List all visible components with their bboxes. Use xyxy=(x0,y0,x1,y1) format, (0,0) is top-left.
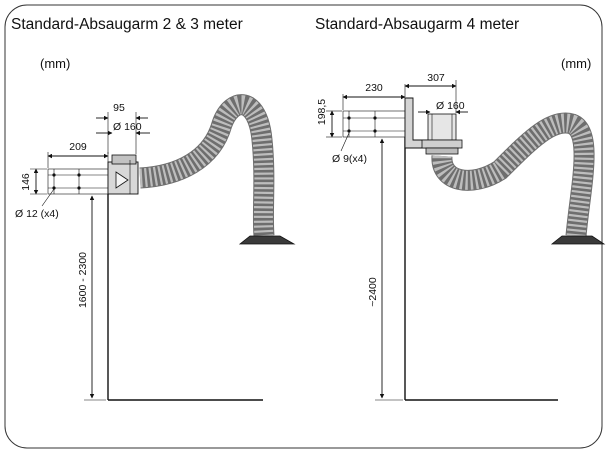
left-dim-diameter: Ø 160 xyxy=(113,121,142,133)
right-arm-drawing: 230 307 198,5 Ø 160 Ø 9(x4) ~2400 xyxy=(316,72,606,401)
right-dim-diameter: Ø 160 xyxy=(436,100,465,112)
outer-frame xyxy=(4,4,603,449)
left-arm-drawing: 209 146 95 Ø 160 Ø 12 (x4) 1600 - 2300 xyxy=(15,94,296,401)
right-mount-plate xyxy=(342,110,406,138)
left-unit: (mm) xyxy=(40,56,70,71)
right-unit: (mm) xyxy=(561,56,591,71)
right-dim-bracket-height: 198,5 xyxy=(316,99,328,125)
left-dim-mount-height: 1600 - 2300 xyxy=(77,252,89,308)
left-dim-holes: Ø 12 (x4) xyxy=(15,208,59,220)
right-swivel-joint xyxy=(421,113,463,155)
right-hose-ribs xyxy=(432,113,594,237)
right-dim-bracket-width: 230 xyxy=(365,82,383,94)
left-hood xyxy=(238,235,296,245)
left-mount-plate xyxy=(47,168,109,195)
left-dim-bracket-height: 146 xyxy=(20,173,32,191)
left-dim-bracket-width: 209 xyxy=(69,141,87,153)
right-dim-offset: 307 xyxy=(427,72,445,84)
right-dim-mount-height: ~2400 xyxy=(367,277,379,307)
right-hood xyxy=(550,235,606,245)
left-dim-offset: 95 xyxy=(113,102,125,114)
right-hose xyxy=(431,112,595,237)
left-hose-ribs xyxy=(139,95,274,237)
right-title: Standard-Absaugarm 4 meter xyxy=(315,16,519,33)
right-dim-holes: Ø 9(x4) xyxy=(332,153,367,165)
left-title: Standard-Absaugarm 2 & 3 meter xyxy=(11,16,243,33)
left-swivel-joint xyxy=(107,154,139,195)
